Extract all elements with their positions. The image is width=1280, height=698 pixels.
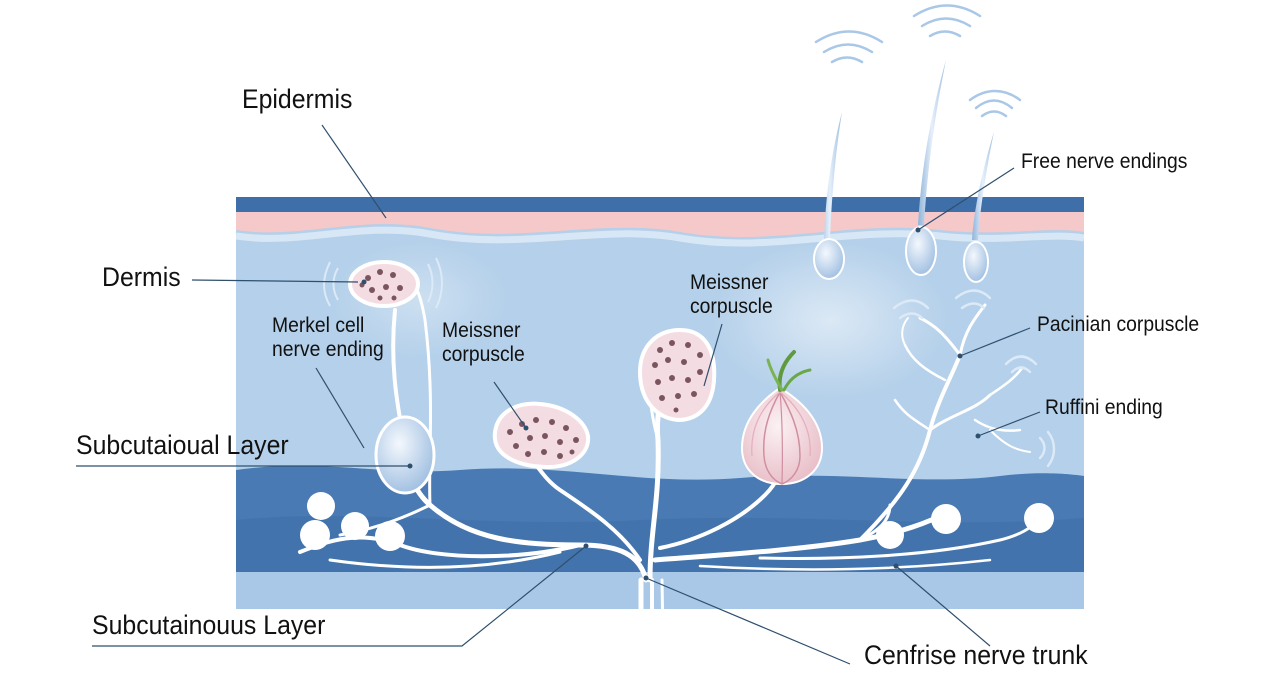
label-merkel-line2: nerve ending bbox=[272, 337, 384, 361]
label-subcutaneous-lower: Subcutainouus Layer bbox=[92, 610, 326, 640]
lamellar-corpuscle bbox=[740, 350, 824, 486]
leader-pacinian bbox=[959, 327, 1031, 357]
label-meissner-left-line1: Meissner bbox=[442, 319, 521, 342]
label-meissner-left-line2: corpuscle bbox=[442, 342, 525, 366]
nerve-fibers bbox=[298, 268, 1042, 583]
leader-ruffini bbox=[977, 411, 1041, 437]
label-meissner-right-line2: corpuscle bbox=[690, 294, 773, 318]
epidermis-wave-highlight bbox=[236, 226, 1084, 247]
meissner-corpuscle-right bbox=[637, 327, 717, 423]
leader-dots bbox=[361, 227, 981, 581]
label-epidermis: Epidermis bbox=[242, 84, 353, 114]
label-merkel-cell: Merkel cell nerve ending bbox=[272, 314, 384, 361]
nerve-trunk bbox=[638, 577, 666, 698]
dermis-glow bbox=[710, 240, 950, 400]
label-ruffini-ending: Ruffini ending bbox=[1045, 396, 1163, 419]
leader-free-nerve bbox=[917, 167, 1015, 231]
leader-epidermis bbox=[321, 124, 387, 219]
epidermis-top-band bbox=[236, 197, 1084, 212]
label-free-nerve-endings: Free nerve endings bbox=[1021, 150, 1188, 173]
leader-lines bbox=[76, 124, 1041, 665]
epidermis-pink-layer bbox=[236, 210, 1084, 238]
hair-follicles bbox=[813, 60, 994, 283]
leader-meissner-right bbox=[703, 323, 723, 387]
merkel-cell-disc bbox=[323, 257, 443, 309]
end-bulbs bbox=[300, 492, 1054, 551]
meissner-corpuscle-left bbox=[492, 401, 591, 470]
leader-nerve-trunk-a bbox=[645, 577, 851, 665]
label-nerve-trunk: Cenfrise nerve trunk bbox=[864, 640, 1088, 670]
leader-meissner-left bbox=[493, 381, 527, 429]
label-meissner-right: Meissner corpuscle bbox=[690, 271, 773, 318]
label-subcutaneous-upper: Subcutaioual Layer bbox=[76, 430, 289, 460]
leader-merkel bbox=[315, 367, 365, 449]
label-merkel-line1: Merkel cell bbox=[272, 314, 365, 337]
label-meissner-left: Meissner corpuscle bbox=[442, 319, 525, 366]
leader-subcutaneous-lower bbox=[92, 545, 587, 647]
label-meissner-right-line1: Meissner bbox=[690, 271, 769, 294]
vibration-arcs bbox=[814, 4, 1056, 468]
merkel-capsule bbox=[374, 415, 436, 495]
label-dermis: Dermis bbox=[102, 262, 181, 292]
leader-nerve-trunk-b bbox=[895, 565, 991, 647]
label-pacinian-corpuscle: Pacinian corpuscle bbox=[1037, 313, 1200, 336]
leader-dermis bbox=[191, 279, 359, 283]
